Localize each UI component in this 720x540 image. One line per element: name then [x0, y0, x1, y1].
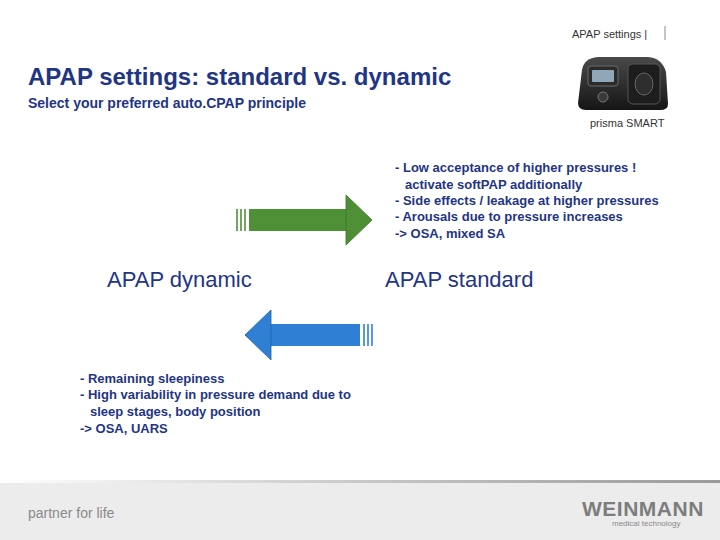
indication-note: -> OSA, mixed SA	[395, 225, 505, 242]
arrow-tail-stripe	[363, 324, 365, 346]
arrow-shaft	[271, 324, 360, 346]
node-label: APAP standard	[385, 267, 533, 293]
footer-slogan: partner for life	[28, 505, 114, 522]
footer-band	[0, 482, 720, 540]
arrow-head	[245, 310, 271, 360]
bullet-item: - High variability in pressure demand du…	[80, 386, 382, 420]
indication-note: -> OSA, UARS	[80, 420, 168, 437]
arrow-tail-stripe	[236, 209, 238, 231]
brand-logo: WEINMANN	[582, 496, 704, 521]
bullet-item: - Low acceptance of higher pressures ! a…	[395, 159, 687, 193]
device-name: prisma SMART	[590, 115, 664, 132]
bullet-item: - Remaining sleepiness	[80, 370, 225, 387]
bullet-item: - Side effects / leakage at higher press…	[395, 192, 659, 209]
arrow-tail-stripe	[244, 209, 246, 231]
concept-node: APAP dynamic	[100, 195, 245, 365]
arrow-tail-stripe	[240, 209, 242, 231]
arrow-shaft	[249, 209, 346, 231]
arrow-head	[346, 195, 372, 245]
block-arrow	[237, 195, 372, 245]
header-separator	[665, 26, 666, 40]
block-arrow	[245, 310, 372, 360]
slide-title: APAP settings: standard vs. dynamic	[28, 62, 451, 92]
footer-line	[0, 480, 720, 483]
header-text: APAP settings |	[572, 26, 647, 43]
arrow-tail-stripe	[371, 324, 373, 346]
node-label: APAP dynamic	[107, 267, 252, 293]
device-illustration	[578, 57, 668, 110]
brand-subline: medical technology	[612, 518, 680, 529]
subtitle: Select your preferred auto.CPAP principl…	[28, 95, 306, 112]
arrow-tail-stripe	[367, 324, 369, 346]
bullet-item: - Arousals due to pressure increases	[395, 208, 623, 225]
